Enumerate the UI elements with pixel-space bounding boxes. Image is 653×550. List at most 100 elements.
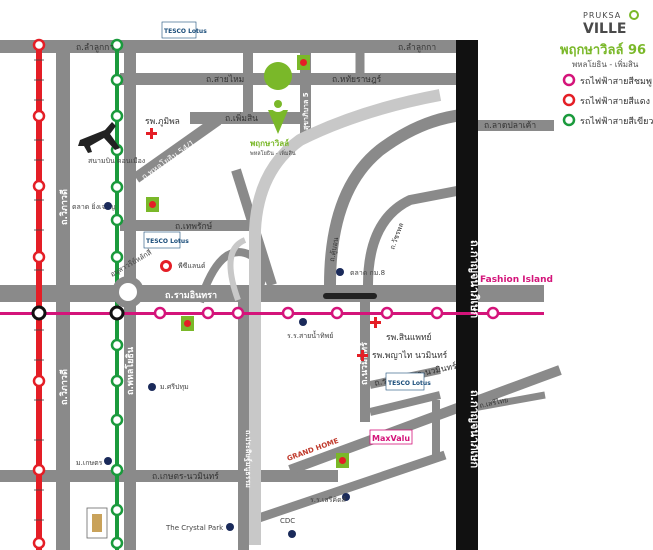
- pink-station: [330, 306, 344, 320]
- hospital-icon: [146, 128, 157, 139]
- label-kaset-nawamin: ถ.เกษตร-นวมินทร์: [152, 471, 219, 482]
- poi-dot: [342, 493, 350, 501]
- label-ramintra: ถ.รามอินทรา: [165, 290, 217, 301]
- poi-dot: [104, 202, 112, 210]
- project-subtitle: พหลโยธิน - เพิ่มสิน: [572, 58, 639, 69]
- legend-swatch-green: [562, 113, 576, 127]
- poi-dot: [148, 383, 156, 391]
- road-sukhapiban5: [300, 53, 311, 138]
- tollway-loop: [227, 237, 247, 302]
- label-sinphaet: รพ.สินแพทย์: [386, 332, 432, 343]
- green-station: [110, 463, 124, 477]
- road-right-short: [462, 120, 554, 131]
- pink-station: [486, 306, 500, 320]
- label-sri-pathum: ม.ศรีปทุม: [160, 383, 189, 391]
- label-kanchanaphisek-top: ถ.กาญจนาภิเษก: [468, 240, 481, 318]
- tesco-lotus-top: TESCO Lotus: [161, 21, 207, 39]
- label-pc-land: พีซีแลนด์: [178, 262, 206, 270]
- green-station: [110, 503, 124, 517]
- airplane-icon: [78, 122, 120, 153]
- red-station: [32, 38, 46, 52]
- interchange-station-monument: [109, 305, 125, 321]
- km8-overpass: [323, 293, 377, 299]
- label-market-ying-charoen: ตลาด ยิ่งเจริญ: [72, 202, 115, 211]
- pink-line-stations: [153, 306, 500, 320]
- monument-center: [119, 283, 137, 301]
- hospital-icon: [357, 350, 368, 361]
- label-phermsin: ถ.เพิ่มสิน: [225, 112, 258, 124]
- maxvalu-logo: MaxValu: [369, 429, 413, 445]
- road-curve-watcharaphon: [363, 185, 463, 286]
- brand-dot-icon: [629, 10, 639, 20]
- red-line-ties: [34, 59, 44, 521]
- tesco-lotus-mid: TESCO Lotus: [143, 231, 189, 249]
- road-serithai: [369, 391, 441, 416]
- hospital-icon: [370, 317, 381, 328]
- bigc-icons: [146, 55, 349, 468]
- label-vibhavadi-bottom: ถ.วิภาวดี: [59, 369, 70, 405]
- legend-swatch-red: [562, 93, 576, 107]
- pink-line-track: [0, 312, 544, 315]
- label-lat-pla-khao: ถ.ลาดปลาเค้า: [484, 120, 536, 131]
- poi-dot: [288, 530, 296, 538]
- red-station: [32, 250, 46, 264]
- svg-text:TESCO Lotus: TESCO Lotus: [388, 380, 431, 387]
- pink-station: [231, 306, 245, 320]
- hospital-icons: [146, 128, 381, 361]
- label-airport: สนามบิน ดอนเมือง: [88, 157, 145, 165]
- road-vibhavadi: [56, 40, 70, 550]
- brand-line2: VILLE: [583, 21, 626, 37]
- label-crystal-park: The Crystal Park: [165, 524, 224, 532]
- legend-label-red: รถไฟฟ้าสายสีแดง: [580, 96, 650, 107]
- label-nawamin: ถ.นวมินทร์: [358, 342, 370, 385]
- green-station: [110, 250, 124, 264]
- legend: รถไฟฟ้าสายสีชมพู รถไฟฟ้าสายสีแดง รถไฟฟ้า…: [562, 73, 653, 127]
- diagonal-roads: [132, 53, 562, 525]
- legend-swatch-pink: [562, 73, 576, 87]
- pc-land-icon: [160, 260, 172, 272]
- red-station: [32, 374, 46, 388]
- label-phahon-54-1: ถ.พหลโยธิน 54/1: [139, 137, 196, 181]
- expressway-kanchanaphisek: [456, 40, 478, 550]
- label-sukhapiban5: สุขาภิบาล 5: [302, 92, 310, 130]
- green-line-stations: [110, 38, 124, 550]
- label-km8: ตลาด กม.8: [350, 269, 385, 277]
- pink-station: [281, 306, 295, 320]
- label-bhumibol: รพ.ภูมิพล: [145, 117, 180, 127]
- project-title: พฤกษาวิลล์ 96: [560, 42, 646, 58]
- road-curve-khubon: [324, 109, 463, 286]
- green-station: [110, 109, 124, 123]
- legend-label-pink: รถไฟฟ้าสายสีชมพู: [580, 76, 652, 87]
- label-lamlukka-right: ถ.ลำลูกกา: [398, 43, 436, 53]
- svg-text:TESCO Lotus: TESCO Lotus: [146, 238, 189, 245]
- green-station: [110, 374, 124, 388]
- red-station: [32, 536, 46, 550]
- label-fashion-island: Fashion Island: [480, 275, 553, 285]
- green-station: [110, 338, 124, 352]
- road-network: [0, 40, 554, 550]
- label-serikids: ร.ร.เสรีคิดส์: [310, 496, 347, 504]
- poi-dot: [299, 318, 307, 326]
- label-phaholyothin: ถ.พหลโยธิน: [124, 346, 136, 395]
- pink-station: [430, 306, 444, 320]
- label-phyathai: รพ.พญาไท นวมินทร์: [372, 350, 448, 361]
- project-location-pin: [264, 62, 293, 134]
- road-prakiat: [238, 302, 249, 550]
- interchange-station-vibhavadi: [31, 305, 47, 321]
- road-saimai-v: [243, 40, 253, 120]
- label-prakiat: ถ.ประดิษฐ์มนูธรรม: [243, 430, 253, 488]
- poi-dot: [104, 457, 112, 465]
- red-station: [32, 109, 46, 123]
- road-diag-bottom-1: [288, 365, 562, 475]
- label-kaset: ม.เกษตร: [76, 459, 103, 467]
- label-vibhavadi-top: ถ.วิภาวดี: [59, 189, 70, 225]
- green-station: [110, 536, 124, 550]
- tollway: [249, 89, 442, 545]
- green-station: [110, 73, 124, 87]
- pink-station: [201, 306, 215, 320]
- svg-text:TESCO Lotus: TESCO Lotus: [164, 28, 207, 35]
- red-line-stations: [32, 38, 46, 550]
- tesco-lotus-bottom: TESCO Lotus: [385, 372, 431, 391]
- road-thephrak: [120, 220, 250, 231]
